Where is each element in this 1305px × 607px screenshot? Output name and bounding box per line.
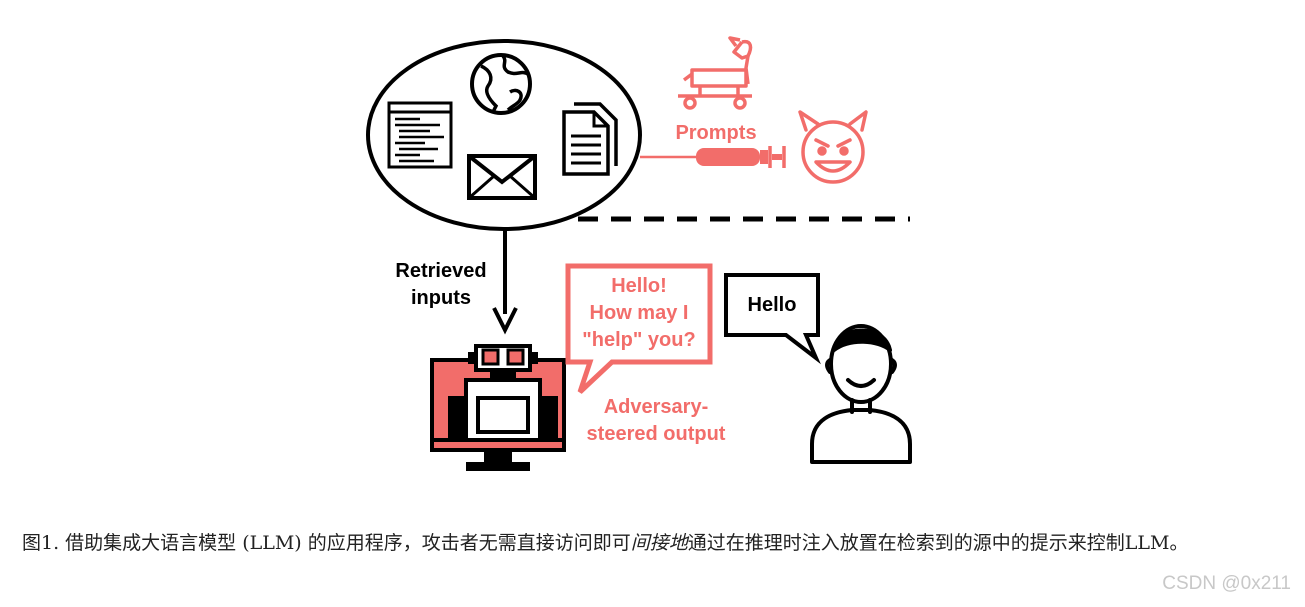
user-bubble-text: Hello xyxy=(748,294,797,316)
figure-caption: 图1. 借助集成大语言模型 (LLM) 的应用程序，攻击者无需直接访问即可间接地… xyxy=(22,524,1284,562)
prompts-label: Prompts xyxy=(675,122,756,144)
globe-icon xyxy=(472,55,530,113)
caption-part2: 通过在推理时注入放置在检索到的源中的提示来控制LLM。 xyxy=(688,532,1189,554)
documents-icon xyxy=(564,104,616,174)
adversary-label-line1: Adversary- xyxy=(604,396,709,418)
retrieved-inputs-arrow xyxy=(494,230,516,330)
retrieved-label-line1: Retrieved xyxy=(395,260,486,282)
retrieved-label-line2: inputs xyxy=(411,287,471,309)
user-person-icon xyxy=(812,326,910,462)
llm-bubble-line1: Hello! xyxy=(611,275,667,297)
adversary-label-line2: steered output xyxy=(587,423,726,445)
devil-face-icon xyxy=(800,112,866,182)
llm-bubble-line2: How may I xyxy=(590,302,689,324)
retrieved-sources-group xyxy=(368,41,640,229)
trojan-horse-icon xyxy=(678,38,752,108)
user-speech-bubble xyxy=(726,275,818,358)
syringe-icon xyxy=(640,146,784,168)
llm-indirect-injection-diagram: Prompts Retrieved inputs xyxy=(0,0,1305,510)
code-window-icon xyxy=(389,103,451,167)
llm-bubble-line3: "help" you? xyxy=(582,329,695,351)
caption-emphasis: 间接地 xyxy=(631,532,688,554)
envelope-icon xyxy=(469,156,535,198)
csdn-watermark: CSDN @0x211 xyxy=(1162,573,1291,595)
attack-group: Prompts xyxy=(640,38,866,182)
llm-robot-monitor-icon xyxy=(432,346,564,471)
caption-part1: 图1. 借助集成大语言模型 (LLM) 的应用程序，攻击者无需直接访问即可 xyxy=(22,532,631,554)
